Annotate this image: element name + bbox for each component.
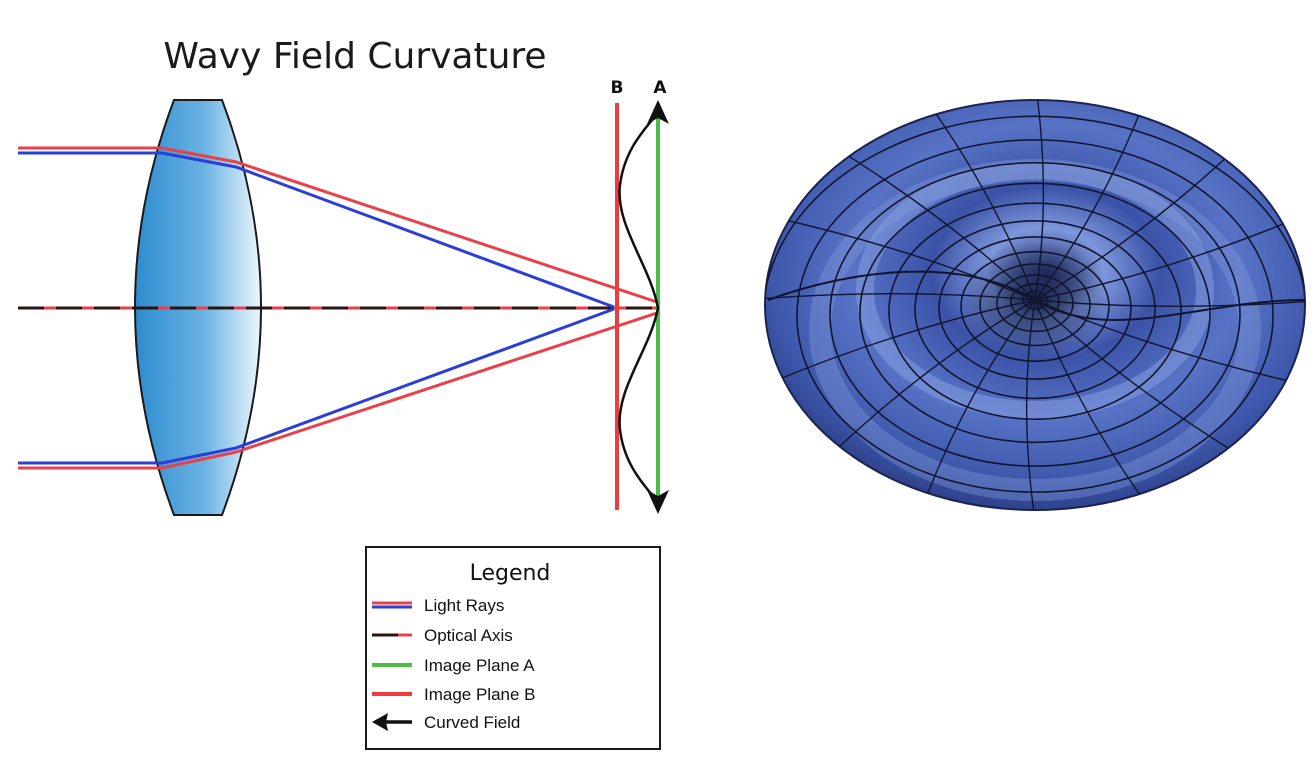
arrow-left-icon — [372, 713, 388, 731]
surface-grid-spoke — [1034, 215, 1304, 301]
surface-grid-ring — [765, 115, 1305, 510]
legend-swatch-light-rays — [372, 601, 412, 609]
surface-grid-spoke — [923, 299, 1036, 504]
surface-grid-spoke — [829, 299, 1036, 457]
surface-grid-ring — [829, 161, 1241, 467]
surface-grid-spoke — [1034, 299, 1241, 457]
surface-grid-ring — [960, 250, 1110, 362]
surface-grid-spoke — [766, 299, 1036, 385]
legend-label-curved-field: Curved Field — [424, 713, 520, 732]
curved-field-arrow-up-icon — [647, 100, 669, 124]
light-rays-top — [18, 146, 661, 309]
legend-swatch-curved-field — [372, 713, 412, 731]
surface-grid-spoke — [829, 143, 1036, 301]
legend: Legend Light Rays Optical Axis Image Pla… — [365, 546, 661, 750]
legend-label-light-rays: Light Rays — [424, 596, 504, 615]
legend-title: Legend — [470, 561, 551, 586]
surface-grid-spoke — [766, 215, 1036, 301]
surface-grid-spoke — [1025, 299, 1036, 510]
surface-grid-ring — [914, 220, 1156, 400]
legend-label-image-plane-a: Image Plane A — [424, 656, 535, 675]
surface-grid-spoke — [923, 100, 1036, 301]
image-plane-b-label: B — [611, 78, 624, 98]
surface-grid-spoke — [1034, 299, 1147, 504]
surface-grid-spoke — [1034, 143, 1241, 301]
light-rays-bottom — [18, 307, 661, 470]
surface-grid-ring — [979, 263, 1091, 347]
curved-field-arrow-down-icon — [647, 490, 669, 514]
surface-grid-ring — [859, 182, 1211, 444]
surface-grid-ring — [796, 139, 1274, 493]
wavy-surface-render — [764, 99, 1306, 511]
diagram-title: Wavy Field Curvature — [163, 36, 546, 77]
image-plane-a-label: A — [653, 78, 667, 98]
legend-label-image-plane-b: Image Plane B — [424, 685, 536, 704]
legend-label-optical-axis: Optical Axis — [424, 626, 513, 645]
surface-grid-ring — [1022, 290, 1048, 310]
surface-grid-spoke — [1034, 100, 1147, 301]
surface-grid-ring — [888, 202, 1182, 421]
surface-grid-spoke — [1034, 299, 1305, 307]
curved-field-wave — [618, 111, 660, 504]
surface-grid-spoke — [1034, 100, 1045, 301]
surface-grid-ring — [938, 236, 1132, 380]
surface-grid-spoke — [765, 293, 1036, 301]
